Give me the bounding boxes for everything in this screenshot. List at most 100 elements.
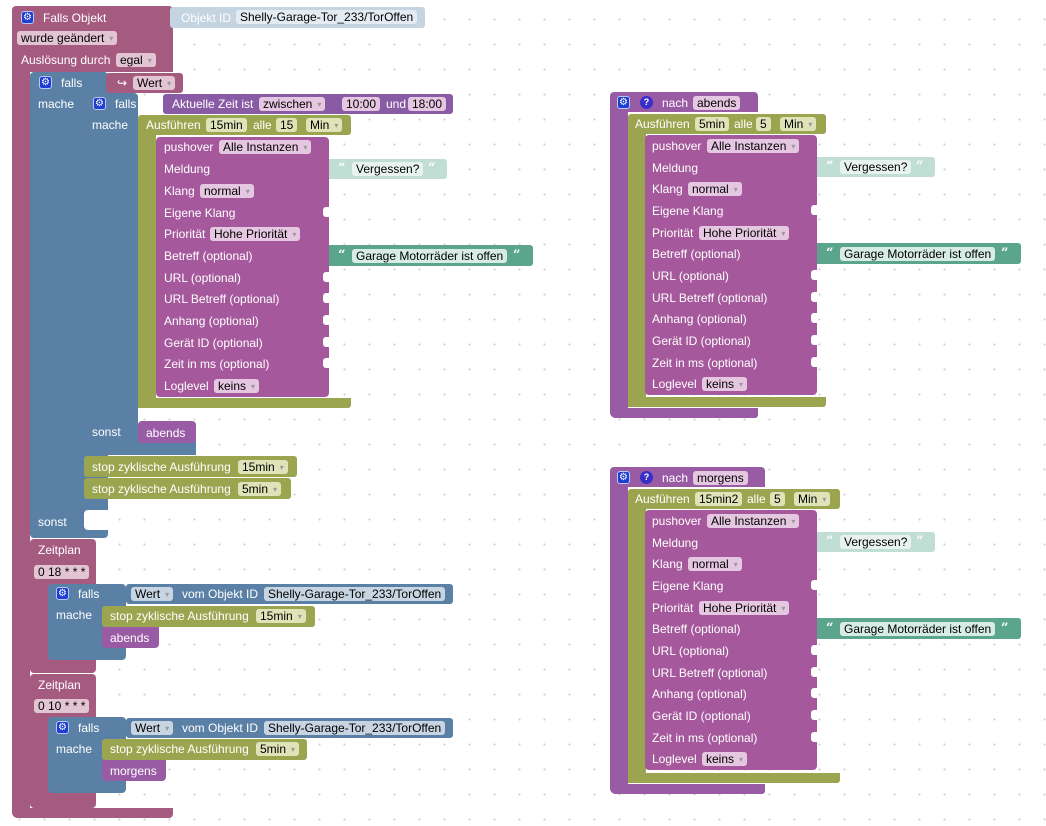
betreff-text-field[interactable]: Garage Motorräder ist offen — [840, 247, 996, 261]
klang-label: Klang — [164, 184, 195, 198]
input-socket[interactable] — [811, 335, 817, 345]
interval-name-field[interactable]: 15min — [206, 118, 247, 132]
prioritaet-dropdown[interactable]: Hohe Priorität — [210, 227, 301, 241]
value-dropdown[interactable]: Wert — [131, 587, 174, 601]
value-dropdown[interactable]: Wert — [133, 76, 176, 90]
object-id-label: Objekt ID — [181, 11, 232, 25]
unit-dropdown[interactable]: Min — [780, 117, 817, 131]
object-id-field[interactable]: Shelly-Garage-Tor_233/TorOffen — [264, 587, 446, 601]
if2-sonst-label: sonst — [92, 425, 121, 439]
if1-sonst-label: sonst — [38, 515, 67, 529]
input-socket[interactable] — [811, 357, 817, 367]
klang-label: Klang — [652, 182, 683, 196]
input-socket[interactable] — [811, 688, 817, 698]
cron-field[interactable]: 0 10 * * * — [34, 699, 90, 713]
input-socket[interactable] — [811, 580, 817, 590]
value-dropdown[interactable]: Wert — [131, 721, 174, 735]
input-socket[interactable] — [811, 205, 817, 215]
anhang-label: Anhang (optional) — [652, 687, 747, 701]
input-socket[interactable] — [811, 292, 817, 302]
eigene-klang-label: Eigene Klang — [652, 579, 724, 593]
input-socket[interactable] — [811, 313, 817, 323]
interval-name-field[interactable]: 15min2 — [695, 492, 743, 506]
nach-label: nach — [662, 96, 689, 110]
cron-field[interactable]: 0 18 * * * — [34, 565, 90, 579]
gear-icon[interactable]: ⚙ — [56, 587, 69, 600]
gear-icon[interactable]: ⚙ — [93, 97, 106, 110]
prioritaet-label: Priorität — [652, 226, 694, 240]
input-socket[interactable] — [811, 270, 817, 280]
every-value-field[interactable]: 5 — [756, 117, 771, 131]
input-socket[interactable] — [323, 207, 329, 217]
stop-value-dropdown[interactable]: 5min — [238, 482, 282, 496]
geraet-label: Gerät ID (optional) — [652, 334, 751, 348]
open-quote-icon: “ — [338, 248, 346, 263]
object-id-field[interactable]: Shelly-Garage-Tor_233/TorOffen — [236, 10, 418, 24]
gear-icon[interactable]: ⚙ — [56, 721, 69, 734]
change-mode-dropdown[interactable]: wurde geändert — [17, 31, 118, 45]
gear-icon[interactable]: ⚙ — [617, 96, 630, 109]
geraet-label: Gerät ID (optional) — [652, 709, 751, 723]
instance-dropdown[interactable]: Alle Instanzen — [707, 139, 800, 153]
meldung-label: Meldung — [652, 161, 699, 175]
prioritaet-dropdown[interactable]: Hohe Priorität — [699, 226, 790, 240]
stop-value-dropdown[interactable]: 15min — [238, 460, 288, 474]
call-morgens-block[interactable] — [102, 760, 166, 781]
instance-dropdown[interactable]: Alle Instanzen — [219, 140, 312, 154]
every-value-field[interactable]: 5 — [770, 492, 785, 506]
call-label: abends — [110, 631, 150, 645]
betreff-text-field[interactable]: Garage Motorräder ist offen — [352, 249, 508, 263]
interval-bottom — [628, 397, 826, 407]
input-socket[interactable] — [323, 315, 329, 325]
help-icon[interactable]: ? — [640, 471, 653, 484]
time-from-field[interactable]: 10:00 — [342, 97, 381, 111]
function-name-field[interactable]: morgens — [693, 471, 748, 485]
time-to-field[interactable]: 18:00 — [408, 97, 447, 111]
pushover-block[interactable] — [645, 510, 817, 770]
unit-dropdown[interactable]: Min — [794, 492, 831, 506]
pushover-block[interactable] — [156, 137, 329, 397]
input-socket[interactable] — [323, 337, 329, 347]
pushover-block[interactable] — [645, 135, 817, 395]
close-quote-icon: ” — [428, 161, 436, 176]
unit-dropdown[interactable]: Min — [306, 118, 343, 132]
meldung-text-field[interactable]: Vergessen? — [352, 162, 424, 176]
betreff-text-field[interactable]: Garage Motorräder ist offen — [840, 622, 996, 636]
input-socket[interactable] — [811, 645, 817, 655]
input-socket[interactable] — [323, 358, 329, 368]
call-abends-block[interactable] — [102, 627, 159, 648]
every-value-field[interactable]: 15 — [276, 118, 298, 132]
instance-dropdown[interactable]: Alle Instanzen — [707, 514, 800, 528]
gear-icon[interactable]: ⚙ — [39, 76, 52, 89]
loglevel-dropdown[interactable]: keins — [702, 377, 748, 391]
loglevel-label: Loglevel — [164, 379, 209, 393]
function-name-field[interactable]: abends — [693, 96, 741, 110]
loglevel-dropdown[interactable]: keins — [214, 379, 260, 393]
input-socket[interactable] — [323, 293, 329, 303]
input-socket[interactable] — [811, 710, 817, 720]
call-abends-label: abends — [146, 426, 186, 440]
interval-spine — [628, 507, 646, 783]
time-mode-dropdown[interactable]: zwischen — [259, 97, 326, 111]
prioritaet-dropdown[interactable]: Hohe Priorität — [699, 601, 790, 615]
klang-dropdown[interactable]: normal — [688, 182, 742, 196]
input-socket[interactable] — [323, 272, 329, 282]
klang-dropdown[interactable]: normal — [200, 184, 254, 198]
help-icon[interactable]: ? — [640, 96, 653, 109]
meldung-text-field[interactable]: Vergessen? — [840, 160, 912, 174]
meldung-text-field[interactable]: Vergessen? — [840, 535, 912, 549]
loglevel-dropdown[interactable]: keins — [702, 752, 748, 766]
gear-icon[interactable]: ⚙ — [617, 471, 630, 484]
input-socket[interactable] — [811, 667, 817, 677]
input-socket[interactable] — [811, 732, 817, 742]
klang-dropdown[interactable]: normal — [688, 557, 742, 571]
interval-name-field[interactable]: 5min — [695, 117, 730, 131]
call-abends-block[interactable] — [138, 421, 196, 443]
stop-value-dropdown[interactable]: 15min — [256, 609, 306, 623]
gear-icon[interactable]: ⚙ — [21, 11, 34, 24]
meldung-label: Meldung — [652, 536, 699, 550]
trigger-value-dropdown[interactable]: egal — [116, 53, 156, 67]
stop-value-dropdown[interactable]: 5min — [256, 742, 300, 756]
if2-block[interactable] — [84, 93, 138, 455]
object-id-field[interactable]: Shelly-Garage-Tor_233/TorOffen — [264, 721, 446, 735]
